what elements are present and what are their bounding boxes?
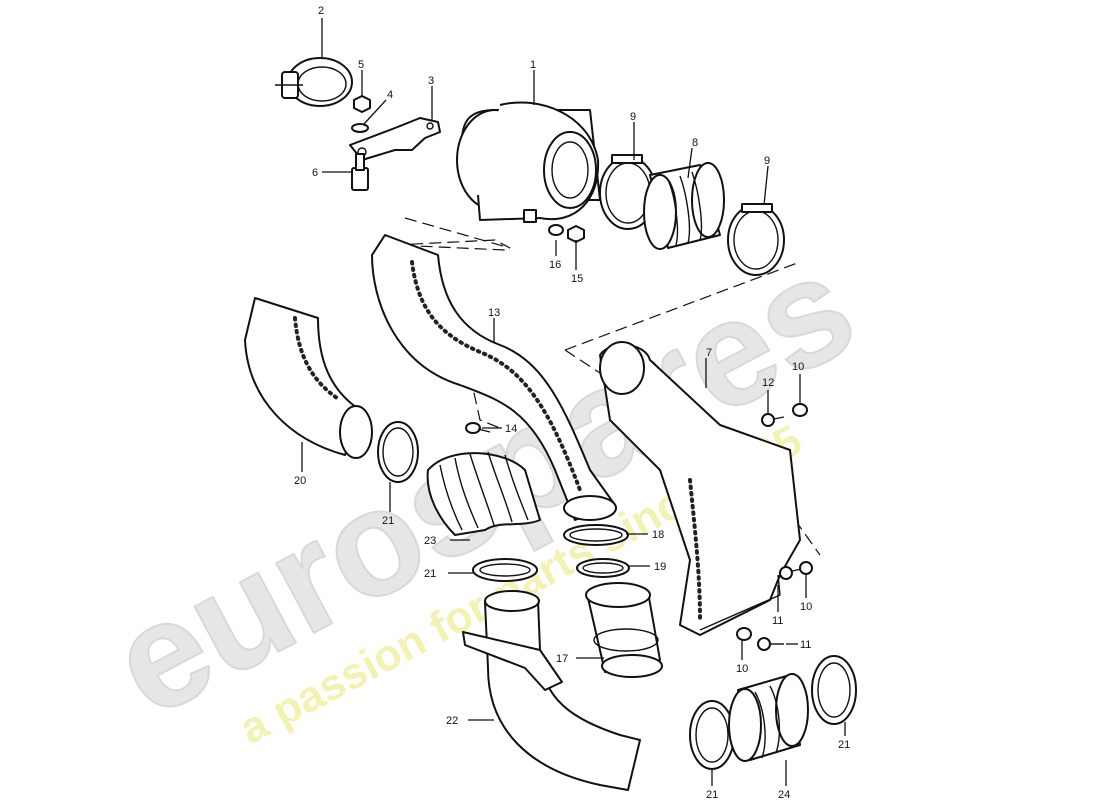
part-8-flex-hose [643, 162, 725, 250]
callout-21-lower-right: 21 [838, 739, 850, 751]
callout-9-left: 9 [630, 111, 636, 123]
callout-6: 6 [312, 167, 318, 179]
callout-labels: 2 5 4 3 6 1 9 8 9 16 15 13 7 12 10 14 20… [294, 5, 850, 800]
callout-17: 17 [556, 653, 568, 665]
callout-2: 2 [318, 5, 324, 17]
callout-7: 7 [706, 347, 712, 359]
part-6-stud [351, 153, 369, 191]
part-21-clamp-lower-left [689, 700, 735, 770]
part-16-washer [548, 224, 564, 236]
callout-9-right: 9 [764, 155, 770, 167]
part-11-bolt-right [779, 566, 803, 580]
part-17-coupling [585, 582, 663, 678]
callout-3: 3 [428, 75, 434, 87]
part-18-clamp [563, 524, 629, 546]
callout-20: 20 [294, 475, 306, 487]
part-14-screw [465, 422, 491, 434]
callout-8: 8 [692, 137, 698, 149]
part-11-bolt-lower [757, 637, 784, 651]
part-5-nut [353, 95, 371, 113]
part-22-lower-pipe [462, 590, 641, 791]
callout-10-lower: 10 [736, 663, 748, 675]
part-2-hose-clamp [275, 57, 353, 107]
callout-5: 5 [358, 59, 364, 71]
part-21-clamp-upper [377, 421, 419, 483]
callout-19: 19 [654, 561, 666, 573]
callout-23: 23 [424, 535, 436, 547]
callout-21-upper: 21 [382, 515, 394, 527]
part-23-corrugated-hose [426, 451, 541, 536]
callout-15: 15 [571, 273, 583, 285]
callout-16: 16 [549, 259, 561, 271]
part-19-clamp [576, 558, 630, 578]
part-9-clamp-right [727, 203, 785, 276]
part-10-washer-lower [736, 627, 752, 641]
callout-11-right: 11 [772, 615, 783, 627]
callout-21-lower-left: 21 [706, 789, 718, 800]
callout-14: 14 [505, 423, 517, 435]
callout-1: 1 [530, 59, 536, 71]
callout-24: 24 [778, 789, 790, 800]
callout-13: 13 [488, 307, 500, 319]
callout-10-right: 10 [800, 601, 812, 613]
part-13-air-duct [371, 234, 617, 521]
callout-18: 18 [652, 529, 664, 541]
part-20-elbow-pipe [244, 297, 373, 459]
leader-lines [301, 18, 846, 786]
part-7-air-housing [599, 341, 801, 636]
part-10-washer-right [799, 561, 813, 575]
part-21-clamp-middle [472, 558, 538, 582]
part-15-bolt [567, 225, 585, 243]
part-21-clamp-lower-right [811, 655, 857, 725]
part-24-sleeve [728, 673, 809, 762]
callout-11-lower: 11 [800, 639, 811, 651]
callout-10-top: 10 [792, 361, 804, 373]
part-4-washer [351, 123, 369, 133]
part-3-bracket [349, 117, 441, 161]
part-1-blower-fan [456, 101, 601, 223]
callout-4: 4 [387, 89, 393, 101]
callout-21-middle: 21 [424, 568, 436, 580]
callout-22: 22 [446, 715, 458, 727]
callout-12: 12 [762, 377, 774, 389]
part-10-washer-upper [792, 403, 808, 417]
